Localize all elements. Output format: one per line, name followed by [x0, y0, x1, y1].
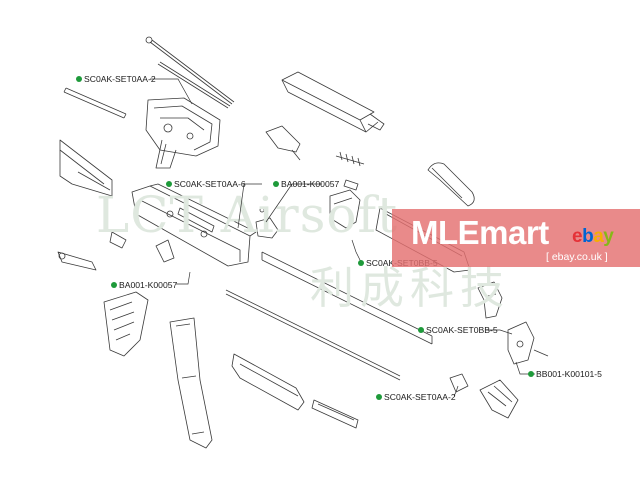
ebay-url: [ ebay.co.uk ]: [546, 251, 608, 263]
leader-line-5: [176, 271, 191, 285]
callout-text: BB001-K00101-5: [536, 369, 602, 379]
small-spring-part: [335, 151, 365, 191]
receiver-part: [131, 183, 257, 267]
front-sight-part: [477, 281, 503, 319]
leader-line-2: [237, 183, 262, 229]
seller-banner: [392, 209, 640, 267]
pistol-grip-part: [103, 291, 149, 357]
callout-label: BB001-K00101-5: [528, 369, 602, 379]
callout-dot: [358, 260, 364, 266]
spring-guide-part: [157, 61, 231, 109]
front-sight-base-part: [507, 321, 549, 365]
rod-part-left: [63, 87, 127, 119]
leader-line-6: [486, 329, 513, 335]
callout-text: SC0AK-SET0AA-2: [84, 74, 156, 84]
muzzle-nut-part: [449, 373, 469, 393]
outer-barrel-part: [261, 251, 433, 345]
rail-cover-part: [311, 399, 359, 429]
callout-dot: [528, 371, 534, 377]
callout-dot: [111, 282, 117, 288]
callout-dot: [273, 181, 279, 187]
leader-line-3: [265, 183, 322, 223]
callout-text: SC0AK-SET0AA-2: [384, 392, 456, 402]
callout-label: SC0AK-SET0AA-2: [76, 74, 156, 84]
callout-text: BA001-K00057: [281, 179, 340, 189]
callout-dot: [166, 181, 172, 187]
cleaning-rod-part: [145, 36, 235, 105]
watermark-latin: LCT Airsoft: [96, 186, 399, 244]
callout-label: SC0AK-SET0AA-2: [376, 392, 456, 402]
hop-up-unit-part: [255, 207, 279, 239]
leader-line-1: [150, 78, 193, 105]
inner-barrel-part: [225, 289, 401, 381]
callout-dot: [376, 394, 382, 400]
ebay-letter-a: a: [593, 226, 604, 247]
ebay-letter-b: b: [582, 226, 594, 247]
rear-sight-block-part: [329, 189, 361, 229]
selector-lever-part: [57, 231, 127, 271]
magazine-part: [169, 317, 213, 449]
ebay-letter-y: y: [603, 226, 614, 247]
callout-dot: [76, 76, 82, 82]
callout-text: SC0AK-SET0AA-6: [174, 179, 246, 189]
gas-piston-cylinder-part: [427, 162, 475, 207]
callout-text: SC0AK-SET0BB-5: [426, 325, 498, 335]
ebay-logo: ebay: [572, 226, 614, 248]
handguard-upper-part: [281, 71, 385, 133]
ebay-letter-e: e: [572, 226, 583, 247]
callout-label: SC0AK-SET0BB-5: [418, 325, 498, 335]
callout-label: SC0AK-SET0AA-6: [166, 179, 246, 189]
brand-name: MLEmart: [411, 214, 549, 251]
gearbox-shell-part: [145, 97, 221, 169]
callout-label: BA001-K00057: [111, 280, 177, 290]
leader-line-8: [453, 385, 459, 397]
callout-label: BA001-K00057: [273, 179, 339, 189]
handguard-lower-part: [231, 353, 305, 411]
watermark-chinese: 利成科技: [310, 263, 510, 314]
rear-sight-leaf-part: [265, 125, 301, 161]
callout-dot: [418, 327, 424, 333]
callout-text: BA001-K00057: [119, 280, 178, 290]
flash-hider-part: [479, 379, 519, 419]
stock-part: [59, 139, 113, 197]
